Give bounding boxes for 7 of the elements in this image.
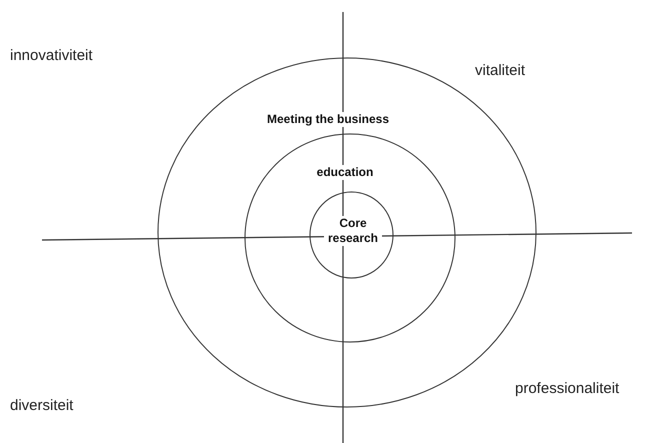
- quadrant-label: diversiteit: [10, 397, 74, 414]
- quadrant-label: innovativiteit: [10, 47, 93, 64]
- ring-label: Core research: [324, 216, 382, 246]
- ring-ellipse: [245, 134, 455, 342]
- quadrant-label: professionaliteit: [515, 380, 620, 397]
- ring-ellipse: [310, 192, 393, 278]
- quadrant-label: vitaliteit: [475, 62, 526, 79]
